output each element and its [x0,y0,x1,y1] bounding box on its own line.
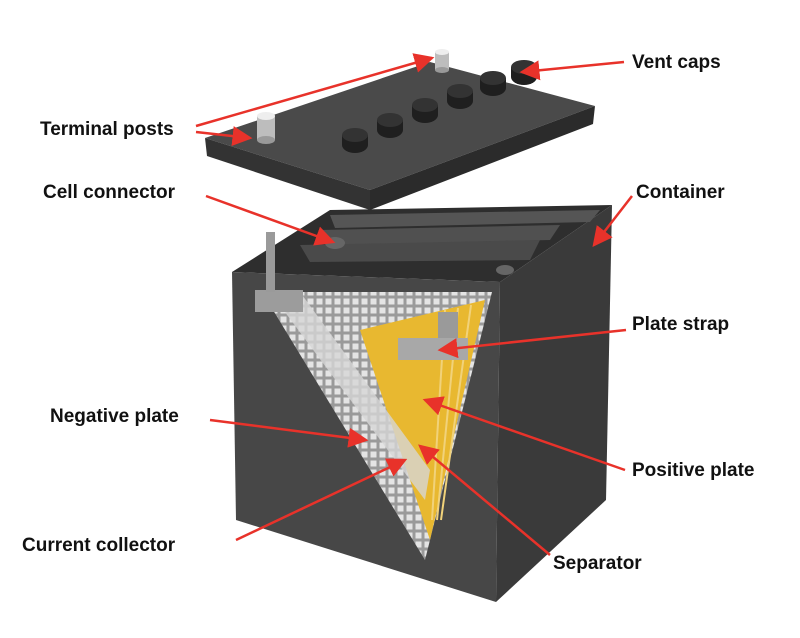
label-plate-strap: Plate strap [632,314,730,335]
post-stub [266,232,275,292]
label-current-collector: Current collector [22,535,176,556]
terminal-posts [257,49,449,144]
label-container: Container [636,182,725,203]
cell-connector [325,237,345,249]
label-negative-plate: Negative plate [50,406,179,427]
lid [205,49,595,210]
plate-strap-left [255,290,303,312]
label-separator: Separator [553,553,642,574]
label-positive-plate: Positive plate [632,460,755,481]
callout-arrows [195,53,633,556]
label-terminal-posts: Terminal posts [40,119,174,140]
label-cell-connector: Cell connector [43,182,175,203]
container [232,205,612,602]
separator [270,292,430,500]
label-vent-caps: Vent caps [632,52,721,73]
